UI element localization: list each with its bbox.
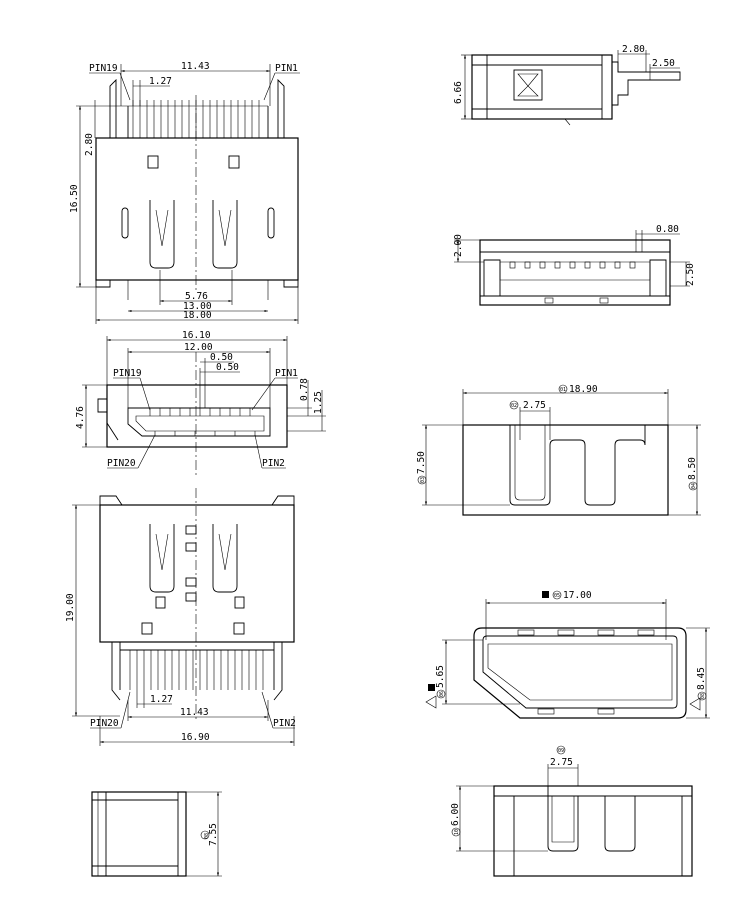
dim-top-inner: 5.76: [185, 291, 208, 302]
label-pin20-front: PIN20: [107, 458, 136, 469]
dim-front-inner: 12.00: [184, 342, 213, 353]
dim-shell-left-h: 7.50: [416, 451, 427, 474]
top-lead-row: [127, 100, 269, 138]
dim-side-lead-b: 2.50: [652, 58, 675, 69]
dim-low-slot: 2.75: [550, 757, 573, 768]
dim-top-lead-len: 2.80: [84, 133, 95, 156]
bottom-lead-row: [129, 650, 264, 690]
dim-front-r1: 0.78: [299, 378, 310, 401]
dim-rear-h: 2.50: [685, 263, 696, 286]
label-pin1-top: PIN1: [275, 63, 298, 74]
marker-low-slot: 09: [558, 748, 564, 754]
label-pin20-bottom: PIN20: [90, 718, 119, 729]
dim-open-left-h: 5.65: [435, 665, 446, 688]
dim-front-height: 4.76: [75, 406, 86, 429]
marker-shell-slot: 02: [511, 403, 517, 409]
marker-shell-width: 01: [560, 387, 566, 393]
marker-shell-right-h: 04: [691, 483, 697, 489]
label-pin2-front: PIN2: [262, 458, 285, 469]
dim-side-height: 6.66: [453, 81, 464, 104]
dim-front-r2: 1.25: [313, 391, 324, 414]
bottom-view: 19.00 1.27 11.43 16.90 PIN20 PIN2: [65, 488, 296, 746]
marker-end-height: 08: [204, 833, 210, 839]
marker-open-right-h: 08: [700, 693, 706, 699]
label-pin2-bottom: PIN2: [273, 718, 296, 729]
top-view: 11.43 1.27 PIN19 PIN1 16.50 2.80 5.76 13…: [69, 61, 300, 324]
rear-pin-row: [509, 261, 636, 269]
marker-open-left-h: 06: [439, 691, 445, 697]
dim-top-height: 16.50: [69, 184, 80, 213]
front-pin-row: [149, 408, 256, 436]
shell-view: 01 18.90 02 2.75 03 7.50 04 8.50: [416, 384, 701, 516]
dim-low-height: 6.00: [450, 803, 461, 826]
front-view: 16.10 12.00 0.50 0.50 4.76 0.78 1.25 PIN…: [75, 330, 326, 478]
dim-top-overall: 18.00: [183, 310, 212, 321]
label-pin19-top: PIN19: [89, 63, 118, 74]
marker-low-height: 10: [454, 829, 460, 835]
dim-end-height: 7.55: [208, 823, 219, 846]
low-shell-view: 09 2.75 10 6.00: [450, 745, 693, 877]
end-view: 08 7.55: [91, 791, 222, 877]
label-pin1-front: PIN1: [275, 368, 298, 379]
opening-tabs: [517, 629, 655, 715]
opening-view: 05 17.00 06 5.65 08 8.45: [425, 590, 710, 719]
side-view: 6.66 2.80 2.50: [453, 44, 681, 126]
dim-front-outer: 16.10: [182, 330, 211, 341]
dim-top-pitch-span: 11.43: [181, 61, 210, 72]
dim-shell-width: 18.90: [569, 384, 598, 395]
rear-view: 2.00 0.80 2.50: [453, 224, 696, 306]
dim-rear-gap: 2.00: [453, 234, 464, 257]
dim-bottom-height: 19.00: [65, 593, 76, 622]
label-pin19-front: PIN19: [113, 368, 142, 379]
marker-shell-left-h: 03: [420, 477, 426, 483]
dim-open-right-h: 8.45: [696, 667, 707, 690]
dim-front-slot-b: 0.50: [216, 362, 239, 373]
dim-bottom-overall: 16.90: [181, 732, 210, 743]
dim-rear-thk: 0.80: [656, 224, 679, 235]
dim-shell-right-h: 8.50: [687, 457, 698, 480]
dim-top-body: 13.00: [183, 301, 212, 312]
dim-side-lead-a: 2.80: [622, 44, 645, 55]
dim-shell-slot: 2.75: [523, 400, 546, 411]
dim-bottom-pitch-span: 11.43: [180, 707, 209, 718]
dim-front-slot-a: 0.50: [210, 352, 233, 363]
dim-open-width: 17.00: [563, 590, 592, 601]
dim-top-pitch: 1.27: [149, 76, 172, 87]
marker-open-width: 05: [554, 593, 560, 599]
dim-bottom-pitch: 1.27: [150, 694, 173, 705]
